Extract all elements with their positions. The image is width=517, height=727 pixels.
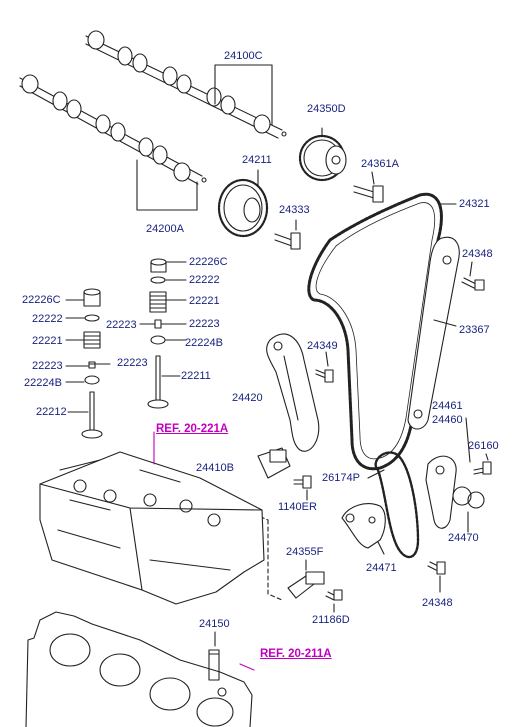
ocv-bolt[interactable] bbox=[325, 589, 343, 601]
valve-seal-left[interactable] bbox=[88, 361, 96, 369]
timing-chain[interactable] bbox=[307, 192, 443, 471]
guide-bolt-lower[interactable] bbox=[427, 561, 446, 575]
valve-seal-right[interactable] bbox=[154, 319, 162, 329]
label-24349[interactable]: 24349 bbox=[307, 340, 338, 352]
label-24321[interactable]: 24321 bbox=[459, 198, 490, 210]
label-24361a[interactable]: 24361A bbox=[361, 158, 399, 170]
tensioner-arm[interactable] bbox=[266, 333, 320, 452]
ref-cylinder-head[interactable]: REF. 20-221A bbox=[156, 423, 229, 435]
label-22222-right[interactable]: 22222 bbox=[189, 274, 220, 286]
oil-pump-tensioner-arm[interactable] bbox=[425, 455, 457, 529]
label-22212[interactable]: 22212 bbox=[36, 406, 67, 418]
label-24348-upper[interactable]: 24348 bbox=[462, 248, 493, 260]
label-23367[interactable]: 23367 bbox=[459, 324, 490, 336]
intake-camshaft[interactable] bbox=[15, 74, 207, 185]
guide-bolt-upper[interactable] bbox=[461, 277, 485, 291]
label-21186d[interactable]: 21186D bbox=[312, 614, 350, 626]
oil-control-valve[interactable] bbox=[287, 571, 325, 599]
cylinder-head[interactable] bbox=[39, 451, 265, 605]
seat-right[interactable] bbox=[150, 335, 166, 345]
label-22223-right-a[interactable]: 22223 bbox=[106, 319, 137, 331]
label-24460[interactable]: 24460 bbox=[432, 414, 463, 426]
ref-cylinder-block[interactable]: REF. 20-211A bbox=[260, 648, 332, 660]
intake-valve[interactable] bbox=[81, 391, 103, 439]
label-24100c[interactable]: 24100C bbox=[224, 50, 263, 62]
cvvt-bolt[interactable] bbox=[353, 185, 384, 203]
label-22224b-left[interactable]: 22224B bbox=[24, 377, 62, 389]
label-24410b[interactable]: 24410B bbox=[196, 462, 234, 474]
label-24350d[interactable]: 24350D bbox=[307, 103, 346, 115]
hydraulic-tensioner[interactable] bbox=[257, 447, 291, 479]
label-24200a[interactable]: 24200A bbox=[146, 223, 184, 235]
label-22226c-left[interactable]: 22226C bbox=[22, 294, 61, 306]
label-22211[interactable]: 22211 bbox=[181, 370, 211, 382]
exhaust-valve[interactable] bbox=[147, 355, 169, 409]
label-24348-lower[interactable]: 24348 bbox=[422, 597, 453, 609]
label-24461[interactable]: 24461 bbox=[432, 400, 463, 412]
tappet-left[interactable] bbox=[83, 288, 101, 307]
label-22221-right[interactable]: 22221 bbox=[189, 295, 220, 307]
spring-right[interactable] bbox=[149, 291, 167, 313]
sprocket-bolt[interactable] bbox=[274, 232, 301, 250]
tensioner-arm-bolt[interactable] bbox=[315, 369, 334, 383]
valve-cotter-right[interactable] bbox=[150, 258, 167, 273]
label-22221-left[interactable]: 22221 bbox=[32, 335, 63, 347]
label-22226c-right[interactable]: 22226C bbox=[189, 256, 228, 268]
cylinder-block[interactable] bbox=[25, 611, 253, 727]
label-24211[interactable]: 24211 bbox=[242, 154, 272, 166]
label-22223-left-a[interactable]: 22223 bbox=[32, 360, 63, 372]
label-24470[interactable]: 24470 bbox=[448, 532, 479, 544]
oil-pump-chain[interactable] bbox=[374, 451, 420, 559]
label-24333[interactable]: 24333 bbox=[279, 204, 310, 216]
label-1140er[interactable]: 1140ER bbox=[278, 501, 317, 513]
label-26174p[interactable]: 26174P bbox=[322, 472, 360, 484]
tensioner-bolt[interactable] bbox=[293, 475, 312, 489]
label-24150[interactable]: 24150 bbox=[199, 618, 230, 630]
label-24420[interactable]: 24420 bbox=[232, 392, 263, 404]
dowel-pin[interactable] bbox=[208, 649, 220, 681]
oil-pump-guide[interactable] bbox=[341, 503, 386, 549]
seat-left[interactable] bbox=[84, 375, 100, 385]
spring-left[interactable] bbox=[83, 331, 101, 349]
chain-guide[interactable] bbox=[407, 236, 460, 430]
retainer-left[interactable] bbox=[84, 314, 100, 322]
oil-pump-bolt[interactable] bbox=[473, 461, 492, 475]
label-24355f[interactable]: 24355F bbox=[286, 546, 324, 558]
exhaust-sprocket[interactable] bbox=[217, 178, 269, 238]
label-26160[interactable]: 26160 bbox=[468, 440, 499, 452]
retainer-right[interactable] bbox=[150, 276, 166, 284]
cvvt-sprocket[interactable] bbox=[298, 134, 347, 182]
label-22224b-right[interactable]: 22224B bbox=[185, 337, 223, 349]
label-22223-right-b[interactable]: 22223 bbox=[189, 318, 220, 330]
exhaust-camshaft[interactable] bbox=[81, 30, 287, 139]
label-22223-left-b[interactable]: 22223 bbox=[117, 357, 148, 369]
oil-pump-spring[interactable] bbox=[452, 486, 485, 509]
label-24471[interactable]: 24471 bbox=[366, 562, 397, 574]
label-22222-left[interactable]: 22222 bbox=[32, 313, 63, 325]
